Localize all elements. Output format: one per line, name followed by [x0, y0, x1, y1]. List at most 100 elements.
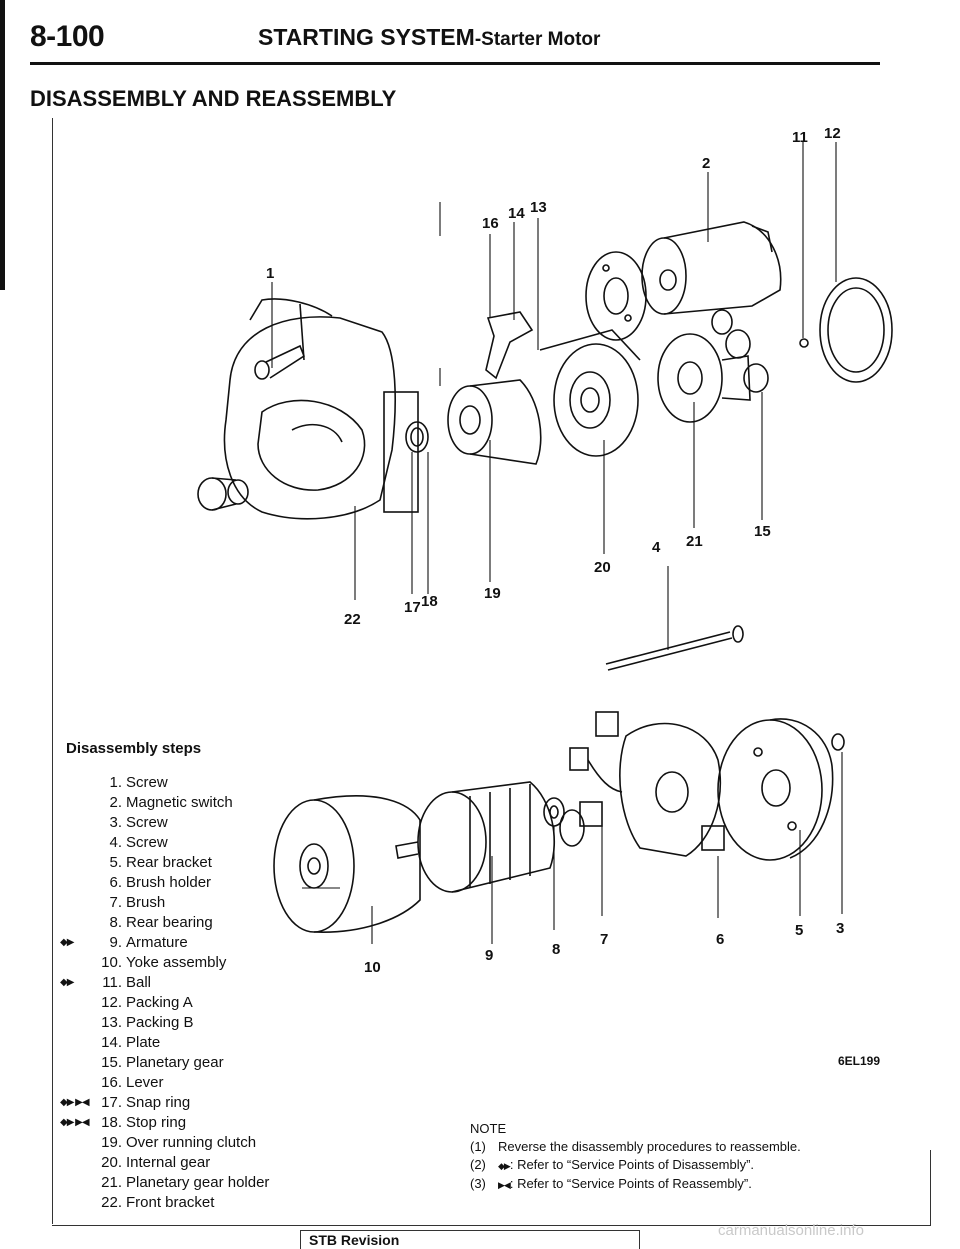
callout-19: 19: [484, 585, 501, 602]
step-part-name: Snap ring: [126, 1094, 191, 1111]
planetary-gear-holder-drawing: [657, 333, 751, 423]
callout-22: 22: [344, 611, 361, 628]
note-block: NOTE (1) Reverse the disassembly procedur…: [470, 1120, 801, 1194]
disassembly-step: ◆▶ ▶◀ 17.Snap ring: [60, 1093, 300, 1113]
step-number: 16.: [101, 1074, 122, 1091]
step-number: 6.: [109, 874, 122, 891]
callout-9: 9: [485, 947, 493, 964]
disassembly-step: 21.Planetary gear holder: [60, 1173, 300, 1193]
disassembly-step: 1.Screw: [60, 773, 300, 793]
step-part-name: Screw: [126, 774, 168, 791]
brush-holder-drawing: [579, 711, 725, 857]
step-part-name: Internal gear: [126, 1154, 211, 1171]
step-part-name: Ball: [126, 974, 152, 991]
step-number: 17.: [101, 1094, 122, 1111]
step-number: 13.: [101, 1014, 122, 1031]
ball-drawing: [799, 338, 809, 348]
service-point-marks: ◆▶ ▶◀: [60, 1117, 90, 1128]
section-title: DISASSEMBLY AND REASSEMBLY: [30, 86, 397, 111]
rear-bracket-drawing: [717, 718, 834, 861]
step-part-name: Magnetic switch: [126, 794, 233, 811]
armature-drawing: [395, 781, 585, 893]
step-part-name: Stop ring: [126, 1114, 187, 1131]
frame-right-rule: [930, 1150, 931, 1226]
step-part-name: Packing A: [126, 994, 193, 1011]
through-bolt-drawing: [605, 625, 744, 671]
note-title: NOTE: [470, 1121, 507, 1136]
step-number: 22.: [101, 1194, 122, 1211]
step-part-name: Armature: [126, 934, 188, 951]
service-point-marks: ◆▶: [60, 937, 74, 948]
disassembly-step: 3.Screw: [60, 813, 300, 833]
packing-a-drawing: [819, 277, 893, 383]
diagram-artwork: [197, 142, 893, 944]
step-number: 9.: [109, 934, 122, 951]
step-number: 10.: [101, 954, 122, 971]
disassembly-step: 20.Internal gear: [60, 1153, 300, 1173]
step-number: 20.: [101, 1154, 122, 1171]
disassembly-step: ◆▶ ▶◀ 18.Stop ring: [60, 1113, 300, 1133]
page-number: 8-100: [30, 20, 105, 53]
step-number: 4.: [109, 834, 122, 851]
snap-stop-ring-drawing: [405, 421, 429, 453]
note-line-1: (1) Reverse the disassembly procedures to…: [470, 1138, 801, 1156]
callout-21: 21: [686, 533, 703, 550]
note-line-3: (3)▶◀: Refer to “Service Points of Reass…: [470, 1175, 801, 1194]
step-number: 18.: [101, 1114, 122, 1131]
step-number: 8.: [109, 914, 122, 931]
service-point-marks: ◆▶ ▶◀: [60, 1097, 90, 1108]
callout-1: 1: [266, 265, 274, 282]
step-part-name: Screw: [126, 834, 168, 851]
note-line-number: (1): [470, 1139, 486, 1154]
step-part-name: Over running clutch: [126, 1134, 257, 1151]
disassembly-service-mark: ◆▶: [498, 1161, 511, 1171]
disassembly-step: 8.Rear bearing: [60, 913, 300, 933]
callout-17: 17: [404, 599, 421, 616]
overrunning-clutch-drawing: [447, 379, 542, 465]
callout-16: 16: [482, 215, 499, 232]
step-number: 2.: [109, 794, 122, 811]
internal-gear-drawing: [539, 329, 641, 457]
disassembly-steps-title: Disassembly steps: [66, 740, 202, 757]
reassembly-service-mark: ▶◀: [498, 1180, 511, 1190]
step-number: 7.: [109, 894, 122, 911]
step-number: 3.: [109, 814, 122, 831]
leader-lines: [271, 142, 843, 944]
callout-3: 3: [836, 920, 844, 937]
disassembly-step: 2.Magnetic switch: [60, 793, 300, 813]
step-number: 12.: [101, 994, 122, 1011]
step-part-name: Packing B: [126, 1014, 194, 1031]
packing-and-plate-drawing: [585, 251, 647, 341]
disassembly-step: 16.Lever: [60, 1073, 300, 1093]
front-bracket-drawing: [197, 298, 419, 520]
note-line-text: Reverse the disassembly procedures to re…: [498, 1139, 801, 1154]
step-number: 19.: [101, 1134, 122, 1151]
header-rule: [30, 62, 880, 65]
disassembly-step: 19.Over running clutch: [60, 1133, 300, 1153]
disassembly-step: 4.Screw: [60, 833, 300, 853]
note-line-2: (2)◆▶: Refer to “Service Points of Disas…: [470, 1156, 801, 1175]
frame-left-rule: [52, 118, 53, 1224]
binding-edge-bar: [0, 0, 5, 290]
callout-12: 12: [824, 125, 841, 142]
lever-drawing: [485, 311, 534, 380]
step-number: 14.: [101, 1034, 122, 1051]
step-part-name: Brush holder: [126, 874, 212, 891]
step-part-name: Rear bearing: [126, 914, 213, 931]
running-header-subsection: -Starter Motor: [474, 29, 601, 50]
disassembly-step: 15.Planetary gear: [60, 1053, 300, 1073]
step-part-name: Yoke assembly: [126, 954, 227, 971]
rear-bearing-drawing: [543, 797, 565, 827]
step-part-name: Planetary gear: [126, 1054, 224, 1071]
figure-code: 6EL199: [838, 1054, 881, 1068]
brush-drawing: [569, 747, 623, 793]
magnetic-switch-drawing: [641, 221, 782, 315]
callout-18: 18: [421, 593, 438, 610]
callout-10: 10: [364, 959, 381, 976]
step-number: 1.: [109, 774, 122, 791]
callout-13: 13: [530, 199, 547, 216]
disassembly-step: 22.Front bracket: [60, 1193, 300, 1213]
note-line-text: : Refer to “Service Points of Reassembly…: [509, 1176, 752, 1191]
running-header-section: STARTING SYSTEM: [258, 24, 475, 50]
callout-15: 15: [754, 523, 771, 540]
